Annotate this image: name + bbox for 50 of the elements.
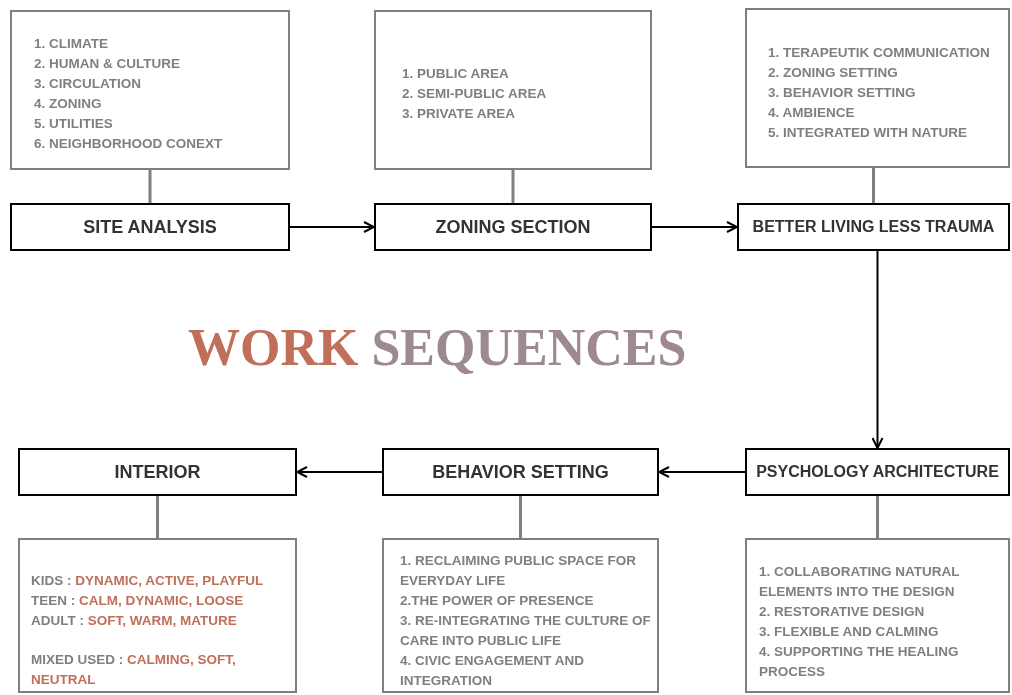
connector-line xyxy=(511,170,515,203)
process-box: BETTER LIVING LESS TRAUMA xyxy=(737,203,1010,251)
detail-box xyxy=(10,10,290,170)
list-item: 2.THE POWER OF PRESENCE xyxy=(400,592,595,610)
arrow xyxy=(651,221,738,233)
list-item: 3. FLEXIBLE AND CALMING xyxy=(759,623,940,641)
list-item: 3. CIRCULATION xyxy=(34,75,142,93)
detail-box xyxy=(382,538,659,693)
list-item: 5. INTEGRATED WITH NATURE xyxy=(768,124,968,142)
list-item: 2. RESTORATIVE DESIGN xyxy=(759,603,926,621)
list-item: 3. BEHAVIOR SETTING xyxy=(768,84,917,102)
list-item: 4. CIVIC ENGAGEMENT AND INTEGRATION xyxy=(400,652,586,690)
list-item: KIDS : DYNAMIC, ACTIVE, PLAYFUL xyxy=(31,572,265,590)
connector-line xyxy=(148,170,152,203)
list-item: 1. COLLABORATING NATURAL ELEMENTS INTO THE DESIGN xyxy=(759,563,961,601)
process-box: INTERIOR xyxy=(18,448,297,496)
list-item: 5. UTILITIES xyxy=(34,115,114,133)
process-box: BEHAVIOR SETTING xyxy=(382,448,659,496)
connector-line xyxy=(156,496,159,538)
list-item: 4. AMBIENCE xyxy=(768,104,856,122)
list-item: 4. ZONING xyxy=(34,95,103,113)
list-item: TEEN : CALM, DYNAMIC, LOOSE xyxy=(31,592,245,610)
connector-line xyxy=(872,168,875,203)
process-box: PSYCHOLOGY ARCHITECTURE xyxy=(745,448,1010,496)
arrow xyxy=(871,250,884,449)
list-item: 1. CLIMATE xyxy=(34,35,109,53)
process-box: ZONING SECTION xyxy=(374,203,652,251)
list-item: 3. PRIVATE AREA xyxy=(402,105,517,123)
arrow xyxy=(289,221,375,233)
list-item: 1. RECLAIMING PUBLIC SPACE FOR EVERYDAY LIFE xyxy=(400,552,637,590)
process-box: SITE ANALYSIS xyxy=(10,203,290,251)
list-item: 3. RE-INTEGRATING THE CULTURE OF CARE INTO PUBLIC LIFE xyxy=(400,612,652,650)
arrow xyxy=(296,466,383,478)
arrow xyxy=(658,466,746,478)
connector-line xyxy=(519,496,522,538)
list-item: 2. SEMI-PUBLIC AREA xyxy=(402,85,548,103)
list-item: 2. HUMAN & CULTURE xyxy=(34,55,181,73)
list-item: 2. ZONING SETTING xyxy=(768,64,899,82)
detail-box xyxy=(18,538,297,693)
title: WORK SEQUENCES xyxy=(188,322,687,374)
list-item: ADULT : SOFT, WARM, MATURE xyxy=(31,612,238,630)
detail-box xyxy=(374,10,652,170)
list-item: 1. PUBLIC AREA xyxy=(402,65,510,83)
list-item: 1. TERAPEUTIK COMMUNICATION xyxy=(768,44,991,62)
list-item: MIXED USED : CALMING, SOFT, NEUTRAL xyxy=(31,651,237,689)
detail-box xyxy=(745,8,1010,168)
connector-line xyxy=(876,496,879,538)
list-item: 4. SUPPORTING THE HEALING PROCESS xyxy=(759,643,960,681)
list-item: 6. NEIGHBORHOOD CONEXT xyxy=(34,135,224,153)
detail-box xyxy=(745,538,1010,693)
